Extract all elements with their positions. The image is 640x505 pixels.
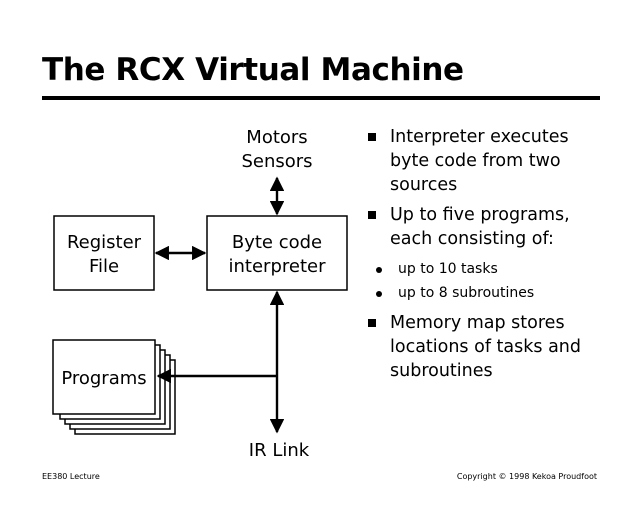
bullet-programs: Up to five programs, each consisting of: xyxy=(368,203,628,251)
footer-right: Copyright © 1998 Kekoa Proudfoot xyxy=(456,472,597,481)
bullet-interpreter: Interpreter executes byte code from two … xyxy=(368,125,628,197)
square-bullet-icon xyxy=(368,211,376,219)
motors-label: Motors xyxy=(246,127,307,148)
square-bullet-icon xyxy=(368,319,376,327)
interpreter-box xyxy=(206,215,348,291)
register-file-label-line1: Register xyxy=(67,232,142,253)
sensors-label: Sensors xyxy=(241,151,312,172)
title-divider xyxy=(42,96,600,100)
interpreter-label-line2: interpreter xyxy=(229,256,327,277)
square-bullet-icon xyxy=(368,133,376,141)
footer-left: EE380 Lecture xyxy=(42,472,100,481)
sub-bullet-subroutines: up to 8 subroutines xyxy=(376,281,628,305)
register-file-box xyxy=(53,215,155,291)
register-file-label-line2: File xyxy=(89,256,119,277)
bullet-memory-map: Memory map stores locations of tasks and… xyxy=(368,311,628,383)
programs-label: Programs xyxy=(61,368,146,389)
round-bullet-icon xyxy=(376,291,382,297)
page-title: The RCX Virtual Machine xyxy=(42,52,464,88)
interpreter-label-line1: Byte code xyxy=(232,232,322,253)
bullet-list: Interpreter executes byte code from two … xyxy=(368,125,628,389)
round-bullet-icon xyxy=(376,267,382,273)
sub-bullet-tasks: up to 10 tasks xyxy=(376,257,628,281)
ir-link-label: IR Link xyxy=(249,440,310,461)
